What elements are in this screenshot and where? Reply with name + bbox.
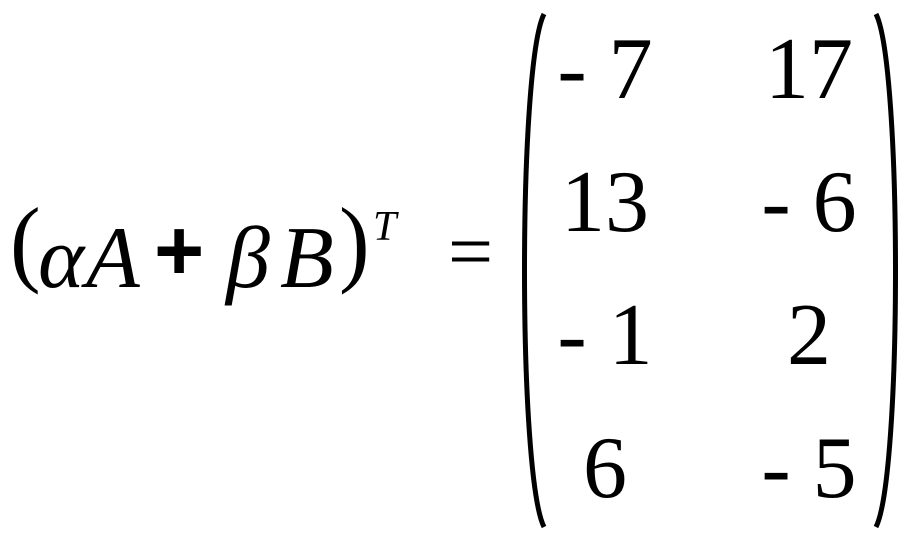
left-parenthesis: ( <box>10 187 41 295</box>
matrix-left-bracket <box>522 12 547 529</box>
matrix-cell-r1-c2: 17 <box>765 21 853 118</box>
matrix-cell-r2-c1: 13 <box>561 154 649 251</box>
alpha-symbol: α <box>38 210 85 307</box>
transpose-superscript: T <box>373 204 397 250</box>
plus-sign: + <box>154 203 205 299</box>
matrix-cell-r1-c1: - 7 <box>557 21 653 118</box>
matrix-right-bracket <box>873 12 898 529</box>
matrix-cell-r4-c2: - 5 <box>761 420 857 517</box>
matrix-cell-r2-c2: - 6 <box>761 154 857 251</box>
matrix-a-symbol: A <box>86 210 140 307</box>
equals-sign: = <box>448 208 494 296</box>
right-parenthesis: ) <box>339 187 370 295</box>
matrix-cell-r4-c1: 6 <box>583 420 627 517</box>
beta-symbol: β <box>226 210 270 307</box>
matrix-cell-r3-c1: - 1 <box>557 287 653 384</box>
matrix-b-symbol: B <box>280 210 334 307</box>
matrix-cell-r3-c2: 2 <box>787 287 831 384</box>
result-matrix: - 7 17 13 - 6 - 1 2 6 - 5 <box>510 8 910 533</box>
